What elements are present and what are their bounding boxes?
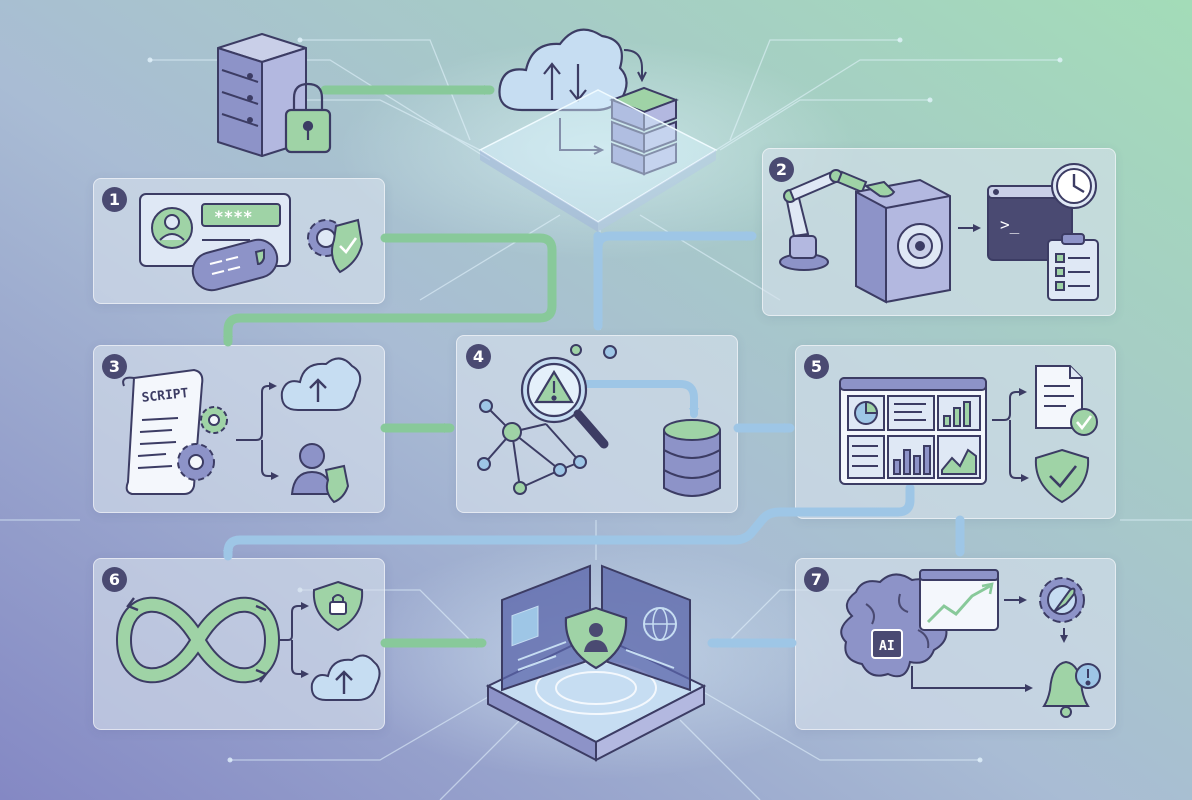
cloud-upload-icon	[310, 654, 381, 701]
connector-4-magnifier-to-db	[581, 380, 699, 418]
database-icon	[663, 419, 721, 497]
flow-connectors	[223, 85, 965, 648]
cloud-sync-icon	[498, 28, 647, 155]
trend-chart-icon	[919, 569, 999, 631]
password-mask: ****	[214, 207, 253, 226]
gear-shield-icon	[307, 218, 364, 274]
user-shield-icon	[290, 443, 350, 504]
step-2-number: 2	[769, 157, 794, 182]
vault-safe-icon	[855, 178, 981, 304]
ai-chip-label: AI	[879, 639, 895, 654]
password-field-icon	[191, 238, 279, 292]
connector-5-to-6	[223, 483, 915, 561]
network-graph-icon	[477, 344, 617, 495]
shield-check-icon	[1034, 448, 1090, 504]
dashboard-icon	[839, 377, 987, 485]
checklist-icon	[1047, 233, 1099, 301]
padlock-icon	[284, 82, 332, 154]
terminal-prompt: >_	[1000, 215, 1020, 234]
step-1-number: 1	[102, 187, 127, 212]
robotic-arm-icon	[779, 169, 868, 271]
clock-icon	[1051, 163, 1097, 209]
script-label: SCRIPT	[141, 386, 189, 406]
step-3-number: 3	[102, 354, 127, 379]
gears-icon	[177, 382, 279, 481]
alert-bell-icon	[1042, 660, 1101, 718]
step-6-number: 6	[102, 567, 127, 592]
central-hub-platform	[478, 89, 718, 232]
lock-shield-icon	[312, 580, 364, 632]
cloud-upload-icon	[280, 357, 362, 411]
infinity-loop-icon	[115, 596, 281, 684]
magnifier-alert-icon	[520, 356, 609, 449]
connector-hub-to-2	[593, 231, 757, 325]
connector-1-to-3	[223, 233, 557, 347]
step-5-number: 5	[804, 354, 829, 379]
step-7-number: 7	[804, 567, 829, 592]
secure-platform-icon	[485, 564, 707, 762]
document-check-icon	[1035, 365, 1098, 436]
wrench-gear-icon	[1039, 577, 1085, 623]
step-4-number: 4	[466, 344, 491, 369]
